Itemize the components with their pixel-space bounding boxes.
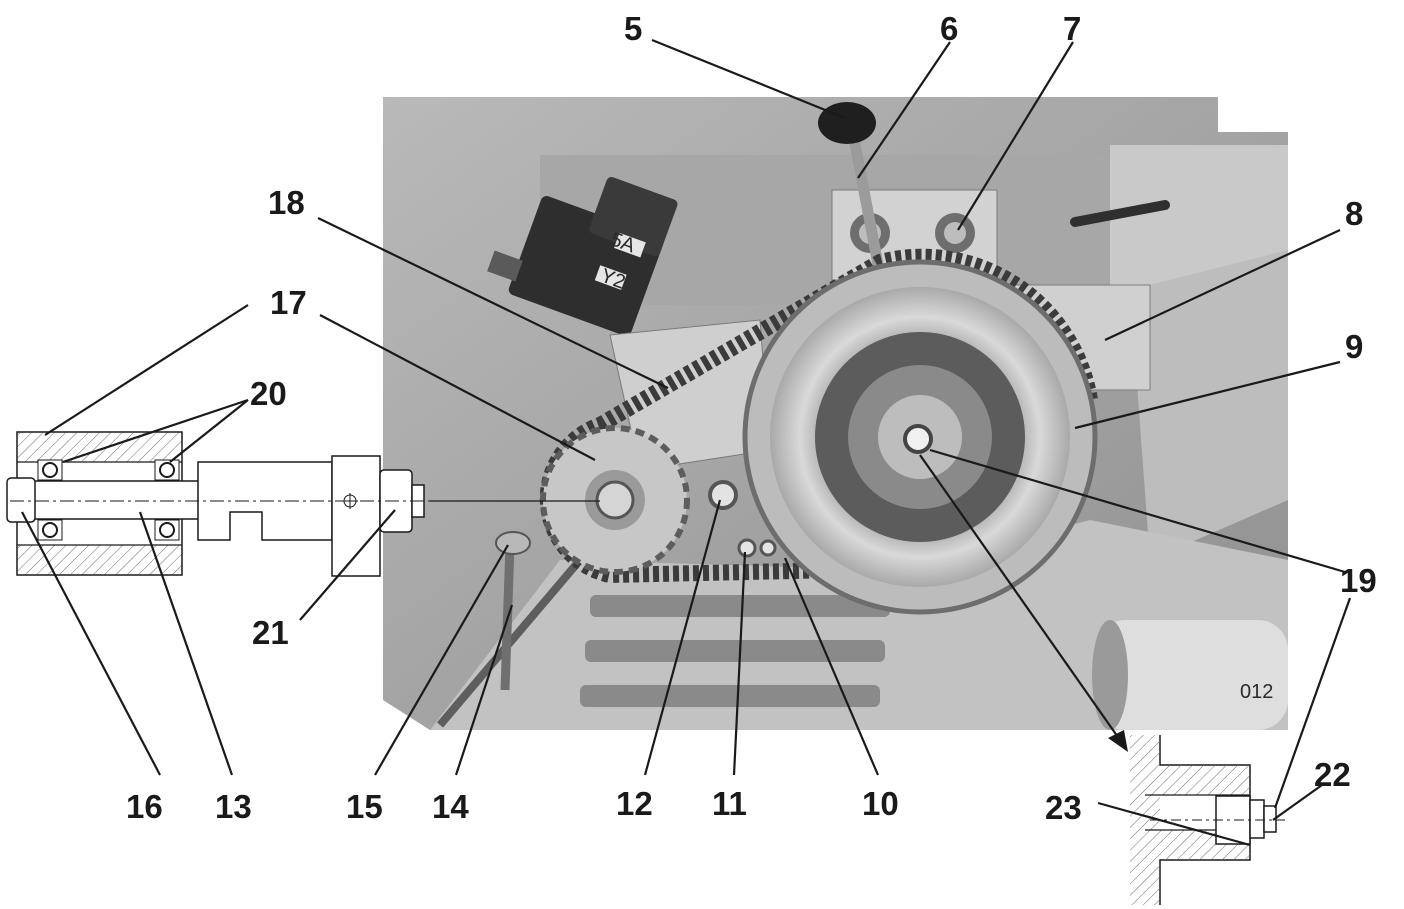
leader-10 bbox=[783, 557, 880, 776]
callout-16: 16 bbox=[126, 788, 163, 825]
callout-12: 12 bbox=[616, 785, 653, 822]
leader-20-a bbox=[62, 398, 249, 464]
callout-21: 21 bbox=[252, 614, 289, 651]
leader-5 bbox=[651, 38, 846, 120]
callout-15: 15 bbox=[346, 788, 383, 825]
leader-20-b bbox=[169, 399, 249, 463]
callout-20: 20 bbox=[250, 375, 287, 412]
callout-23: 23 bbox=[1045, 789, 1082, 826]
leader-19-detail bbox=[919, 454, 1121, 741]
leader-17-b bbox=[319, 314, 596, 461]
photo-frame-code: 012 bbox=[1240, 681, 1273, 703]
callout-14: 14 bbox=[432, 788, 469, 825]
callout-9: 9 bbox=[1345, 328, 1363, 365]
callout-numbers: 5 6 7 8 9 18 17 20 19 21 16 13 15 14 12 … bbox=[126, 10, 1377, 826]
leader-19-arrowhead bbox=[1108, 730, 1128, 752]
callout-10: 10 bbox=[862, 785, 899, 822]
callout-13: 13 bbox=[215, 788, 252, 825]
pulley-bolt-detail-drawing bbox=[1130, 735, 1285, 905]
callout-19: 19 bbox=[1340, 562, 1377, 599]
leader-23 bbox=[1097, 801, 1251, 847]
callout-17: 17 bbox=[270, 284, 307, 321]
leader-15 bbox=[374, 544, 509, 776]
callout-5: 5 bbox=[624, 10, 642, 47]
leader-lines bbox=[21, 38, 1352, 847]
leader-18 bbox=[317, 217, 669, 389]
leader-11 bbox=[732, 551, 747, 776]
callout-22: 22 bbox=[1314, 756, 1351, 793]
leader-22 bbox=[1272, 784, 1323, 821]
machine-photo: 5A Y2 012 bbox=[383, 97, 1288, 730]
leader-19-b bbox=[1273, 597, 1352, 809]
leader-9 bbox=[1074, 360, 1341, 430]
callout-18: 18 bbox=[268, 184, 305, 221]
callout-6: 6 bbox=[940, 10, 958, 47]
leader-17-a bbox=[44, 304, 249, 436]
leader-6 bbox=[857, 41, 951, 179]
leader-14 bbox=[454, 604, 514, 776]
leader-12 bbox=[643, 499, 722, 776]
callout-7: 7 bbox=[1063, 10, 1081, 47]
leader-21 bbox=[299, 509, 396, 621]
leader-13 bbox=[138, 511, 234, 776]
leader-19-a bbox=[929, 448, 1346, 574]
leader-16 bbox=[21, 511, 161, 776]
leader-7 bbox=[957, 41, 1074, 231]
callout-8: 8 bbox=[1345, 195, 1363, 232]
callout-11: 11 bbox=[712, 785, 747, 822]
leader-8 bbox=[1104, 229, 1341, 341]
